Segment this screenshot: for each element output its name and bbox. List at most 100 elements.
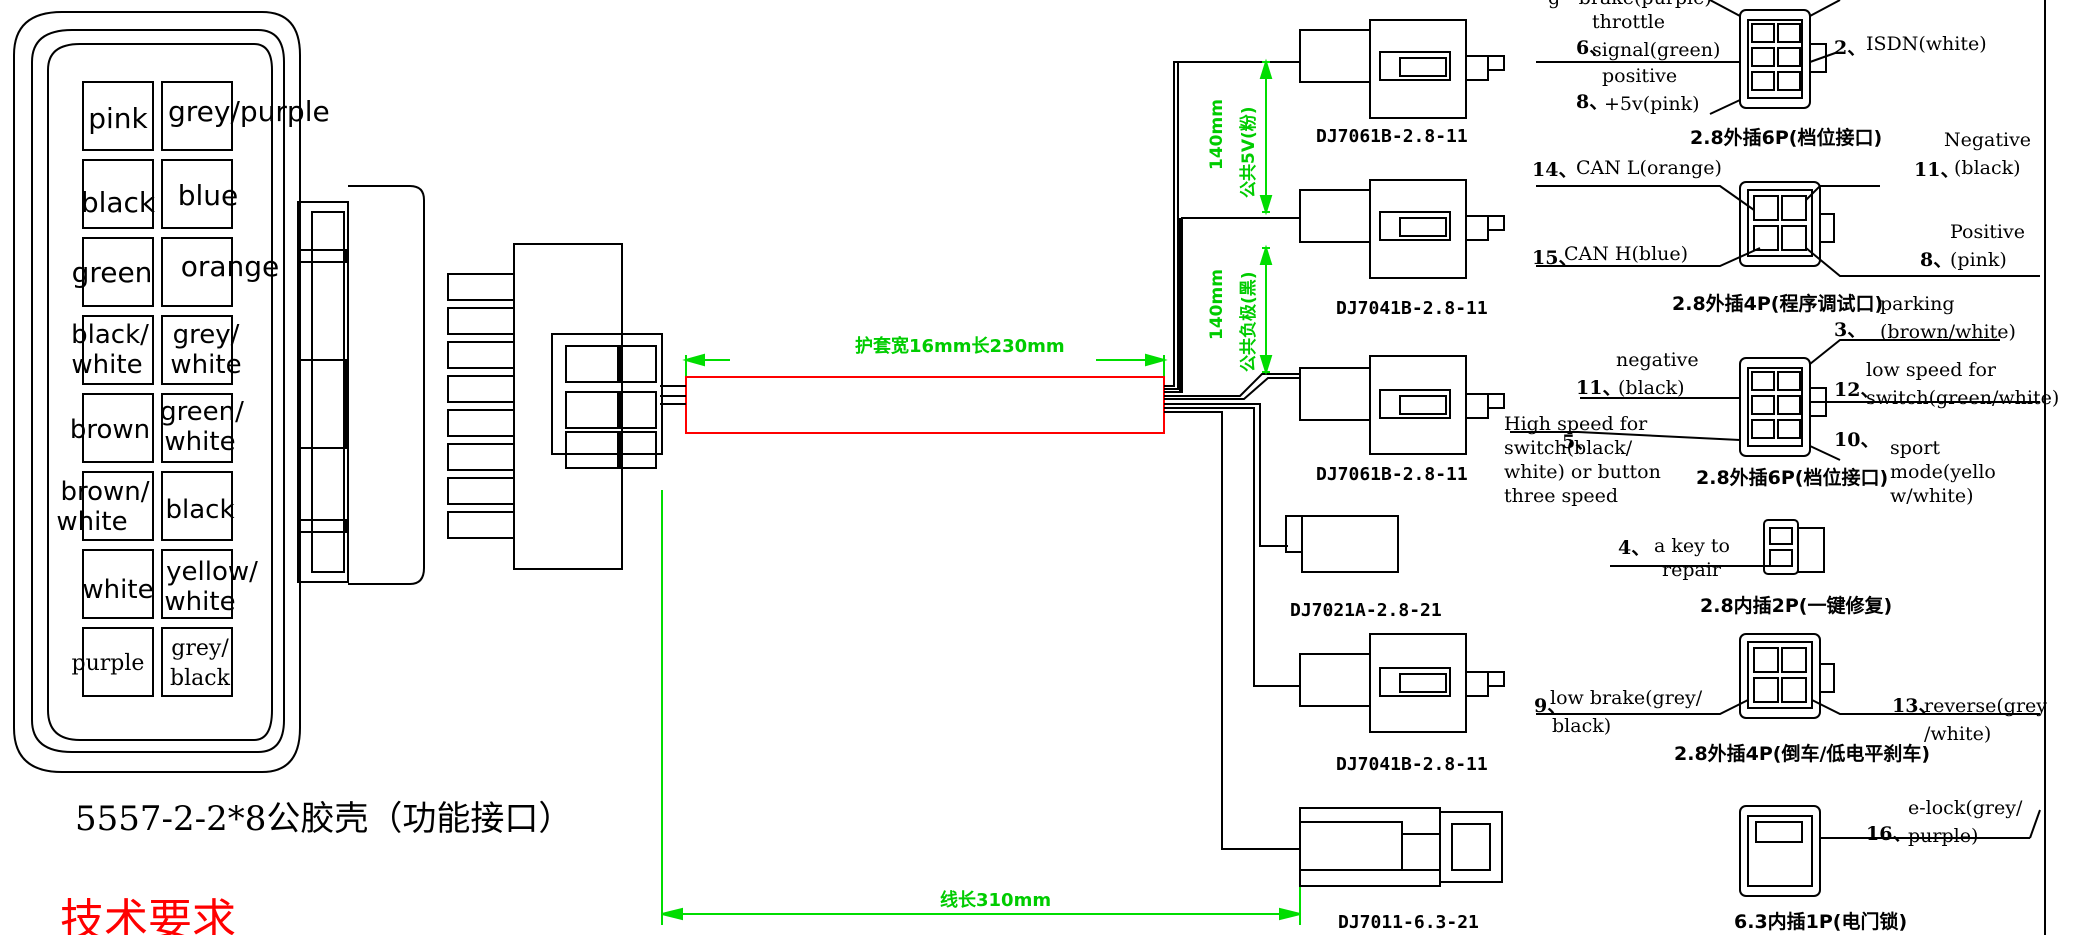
pin-desc: e-lock(grey/ <box>1908 797 2023 819</box>
pin-number: 2、 <box>1834 37 1866 59</box>
pin-desc: g - brake(purple) <box>1548 0 1712 9</box>
housing-caption: 5557-2-2*8公胶壳（功能接口） <box>75 799 572 839</box>
pin-label: white <box>82 575 153 605</box>
pin-number: 4、 <box>1618 537 1650 559</box>
connector-label: DJ7061B-2.8-11 <box>1316 126 1468 147</box>
pin-label: grey/purple <box>168 95 330 128</box>
dim-common-neg: 公共负极(黑) <box>1238 271 1259 372</box>
pin-label-l2: white <box>164 427 235 457</box>
pin-desc: three speed <box>1504 485 1618 507</box>
pin-number: 11、 <box>1914 159 1959 181</box>
pin-desc: parking <box>1880 293 1955 315</box>
pin-desc: negative <box>1616 349 1699 371</box>
pin-label-l1: green/ <box>160 397 244 427</box>
pin-desc: repair <box>1662 559 1722 581</box>
pin-label: yellow/white <box>164 557 258 617</box>
pin-desc: throttle <box>1592 11 1665 33</box>
pin-caption: 2.8外插6P(档位接口) <box>1696 466 1888 489</box>
pin-desc: /white) <box>1924 723 1991 745</box>
pin-number: 15、 <box>1532 247 1577 269</box>
pin-desc: positive <box>1602 65 1677 87</box>
connector-housing <box>13 11 425 773</box>
pin-label: grey/white <box>170 320 241 380</box>
pin-desc: +5v(pink) <box>1604 93 1700 115</box>
pin-desc: switch(black/ <box>1504 437 1633 459</box>
pin-desc: High speed for <box>1504 413 1648 435</box>
pinout-group-5: 9、 low brake(grey/ black) 13、 reverse(gr… <box>1534 687 2047 765</box>
length-dimension <box>661 490 1301 925</box>
pin-label: orange <box>181 250 280 283</box>
pin-label: brown <box>70 415 150 445</box>
pin-desc: low speed for <box>1866 359 1997 381</box>
pin-desc: ISDN(white) <box>1866 33 1987 55</box>
terminal-connectors <box>1285 19 1505 887</box>
pin-number: 5、 <box>1562 431 1594 453</box>
pin-label: brown/white <box>56 477 149 537</box>
pin-desc: CAN H(blue) <box>1564 243 1688 265</box>
pin-label: green/white <box>160 397 244 457</box>
pin-desc: purple) <box>1908 825 1978 847</box>
pin-desc: switch(green/white) <box>1866 387 2059 409</box>
pin-label: grey/black <box>170 636 231 691</box>
pin-desc: black) <box>1552 715 1611 737</box>
pin-label-l1: yellow/ <box>166 557 258 587</box>
pin-labels: pink grey/purple black blue green orange… <box>56 95 329 691</box>
pin-caption: 2.8外插6P(档位接口) <box>1690 126 1882 149</box>
connector-label: DJ7011-6.3-21 <box>1338 912 1479 933</box>
pinout-group-3: parking 3、 (brown/white) negative 11、 (b… <box>1504 293 2059 507</box>
pin-label: purple <box>72 651 145 676</box>
pin-desc: Positive <box>1950 221 2025 243</box>
pin-caption: 2.8外插4P(程序调试口) <box>1672 292 1883 315</box>
wire-bundle <box>660 61 1300 850</box>
pin-label: green <box>72 256 153 289</box>
dim-140-b: 140mm <box>1207 269 1227 340</box>
pin-number: 8、 <box>1920 249 1952 271</box>
pin-number: 13、 <box>1892 695 1937 717</box>
pin-caption: 2.8外插4P(倒车/低电平刹车) <box>1674 742 1930 765</box>
pin-number: 6、 <box>1576 37 1608 59</box>
length-label: 线长310mm <box>940 889 1051 911</box>
tech-heading: 技术要求 <box>60 895 236 935</box>
pin-label: black <box>165 495 234 525</box>
pin-label-l2: black <box>170 666 231 691</box>
pinout-group-4: 4、 a key to repair 2.8内插2P(一键修复) <box>1618 535 1892 617</box>
pin-desc: reverse(grey <box>1924 695 2047 717</box>
pin-desc: CAN L(orange) <box>1576 157 1722 179</box>
pin-desc: mode(yello <box>1890 461 1996 483</box>
pin-label-l1: grey/ <box>173 320 240 350</box>
connector-label: DJ7041B-2.8-11 <box>1336 754 1488 775</box>
sleeve-label: 护套宽16mm长230mm <box>855 335 1065 357</box>
pin-label-l2: white <box>170 350 241 380</box>
sleeve-dimension <box>682 353 1168 376</box>
pinout-symbols <box>1510 0 2041 897</box>
connector-label: DJ7041B-2.8-11 <box>1336 298 1488 319</box>
pin-label: black/white <box>71 320 149 380</box>
dim-common-5v: 公共5V(粉) <box>1238 106 1259 198</box>
pin-desc: (brown/white) <box>1880 321 2016 343</box>
pin-caption: 2.8内插2P(一键修复) <box>1700 594 1892 617</box>
pin-label-l2: white <box>56 507 127 537</box>
pin-label: black <box>81 186 156 219</box>
pin-number: 11、 <box>1576 377 1621 399</box>
mating-plug <box>447 243 684 570</box>
dim-140-a: 140mm <box>1207 99 1227 170</box>
pin-label-l2: white <box>71 350 142 380</box>
pin-desc: signal(green) <box>1592 39 1720 61</box>
pin-desc: sport <box>1890 437 1940 459</box>
pin-desc: w/white) <box>1890 485 1974 507</box>
pin-label-l1: brown/ <box>60 477 149 507</box>
pin-number: 14、 <box>1532 159 1577 181</box>
pin-desc: (pink) <box>1950 249 2007 271</box>
pin-number: 8、 <box>1576 91 1608 113</box>
connector-label: DJ7061B-2.8-11 <box>1316 464 1468 485</box>
pin-number: 10、 <box>1834 429 1879 451</box>
pin-number: 16、 <box>1866 823 1911 845</box>
pin-desc: (black) <box>1618 377 1685 399</box>
pin-label-l1: grey/ <box>171 636 229 661</box>
connector-label: DJ7021A-2.8-21 <box>1290 600 1442 621</box>
pinout-group-6: e-lock(grey/ 16、 purple) 6.3内插1P(电门锁) <box>1734 797 2023 933</box>
pin-desc: a key to <box>1654 535 1730 557</box>
protective-sleeve <box>685 376 1165 434</box>
pin-label: blue <box>178 179 239 212</box>
